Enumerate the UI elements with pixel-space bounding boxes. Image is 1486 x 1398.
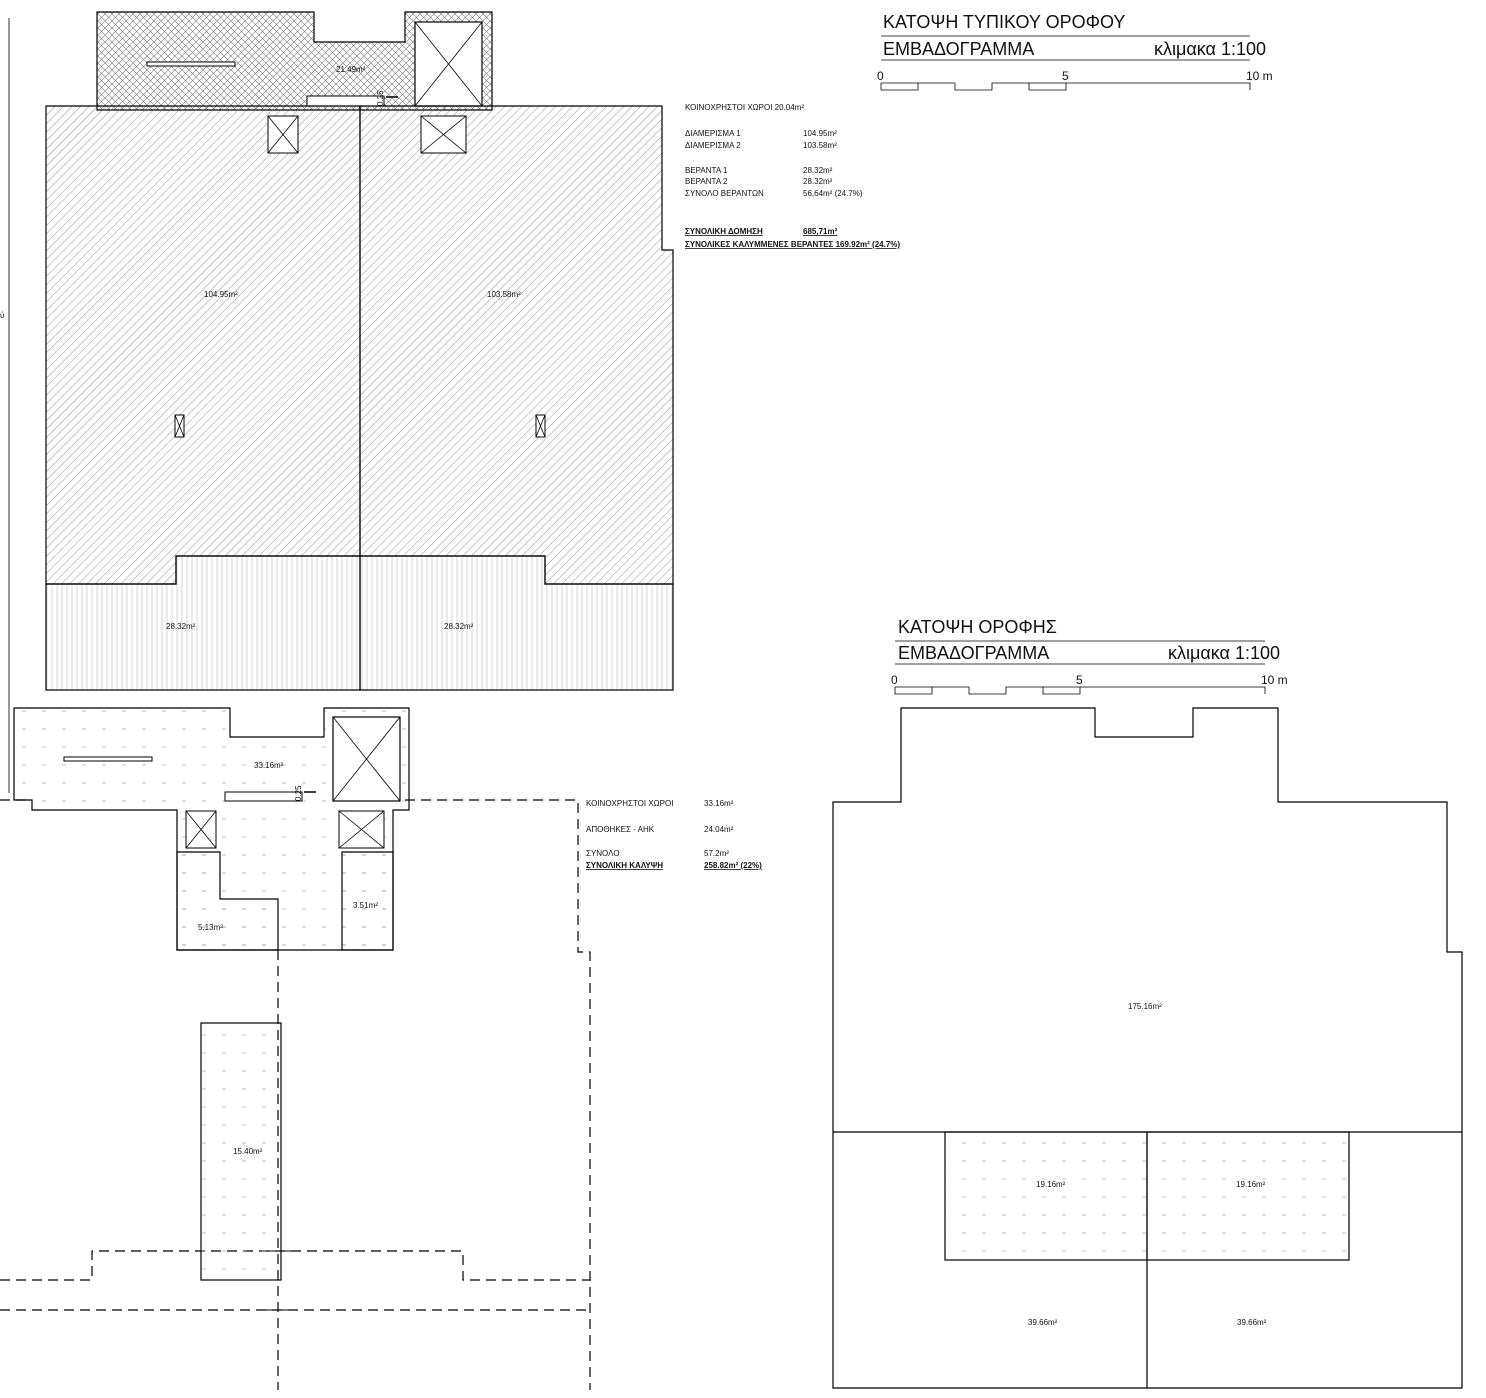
row-value: 28.32m² [803,166,833,175]
elevator-shaft [332,716,401,802]
shaft-left [267,115,299,154]
row-value: 28.32m² [803,177,833,186]
duct-right [535,414,546,438]
landing-strip [306,95,385,107]
apartment-2 [359,105,674,585]
scale-bar: 0 5 10 m [891,673,1288,695]
typical-floor-title-block: ΚΑΤΟΨΗ ΤΥΠΙΚΟΥ ΟΡΟΦΟΥ ΕΜΒΑΔΟΓΡΑΜΜΑ κλιμα… [877,12,1273,91]
shaft-left [185,810,217,849]
total-build-label: ΣΥΝΟΛΙΚΗ ΔΟΜΗΣΗ [685,227,763,236]
row-value: 104.95m² [803,129,837,138]
row-value: 57.2m² [704,849,729,858]
roof-main [832,707,1463,1389]
roof-title-block: ΚΑΤΟΨΗ ΟΡΟΦΗΣ ΕΜΒΑΔΟΓΡΑΜΜΑ κλιμακα 1:100… [891,617,1288,695]
roof-subtitle: ΕΜΒΑΔΟΓΡΑΜΜΑ [898,643,1049,663]
scale-tick-5: 5 [1062,69,1069,83]
typical-floor-title: ΚΑΤΟΨΗ ΤΥΠΙΚΟΥ ΟΡΟΦΟΥ [883,12,1125,32]
ground-common-area-label: 33.16m² [254,761,284,770]
row-value: 56,64m² (24.7%) [803,189,863,198]
roof-main-area: 175.16m² [1128,1002,1162,1011]
row-label: ΔΙΑΜΕΡΙΣΜΑ 1 [685,129,741,138]
ground-floor-area-table: ΚΟΙΝΟΧΡΗΣΤΟΙ ΧΩΡΟΙ 33.16m² ΑΠΟΘΗΚΕΣ - ΑΗ… [586,799,762,870]
ground-floor-plan: 0.25 33.16m² 5.13m² 3.51m² 15.40m² [0,707,591,1390]
typical-floor-plan: 0.25 21.49m² 104.95m² 103.58m² 28.32m² 2… [45,11,674,691]
coverage-value: 258.82m² (22%) [704,861,762,870]
veranda-2-area: 28.32m² [444,622,474,631]
scale-tick-10: 10 m [1246,69,1273,83]
row-label: ΑΠΟΘΗΚΕΣ - ΑΗΚ [586,825,655,834]
roof-scale: κλιμακα 1:100 [1168,643,1280,663]
elevator-shaft [414,21,483,107]
typical-floor-scale: κλιμακα 1:100 [1154,39,1266,59]
roof-terrace-1 [944,1131,1148,1261]
parking-area-label: 15.40m² [233,1147,263,1156]
row-label: ΚΟΙΝΟΧΡΗΣΤΟΙ ΧΩΡΟΙ [586,799,673,808]
stair-rail [63,756,153,762]
typical-floor-area-table: ΚΟΙΝΟΧΡΗΣΤΟΙ ΧΩΡΟΙ 20.04m² ΔΙΑΜΕΡΙΣΜΑ 1 … [685,103,900,249]
common-areas-line: ΚΟΙΝΟΧΡΗΣΤΟΙ ΧΩΡΟΙ 20.04m² [685,103,804,112]
roof-plan: 175.16m² 19.16m² 19.16m² 39.66m² 39.66m² [832,707,1463,1389]
row-value: 33.16m² [704,799,734,808]
apartment-1 [45,105,361,585]
storage-right [341,851,394,951]
roof-terrace-2 [1146,1131,1350,1261]
roof-terrace-1-area: 19.16m² [1036,1180,1066,1189]
storage-left [176,851,279,951]
verandas-total-line: ΣΥΝΟΛΙΚΕΣ ΚΑΛΥΜΜΕΝΕΣ ΒΕΡΑΝΤΕΣ 169.92m² (… [685,240,900,249]
storage-right-label: 3.51m² [353,901,378,910]
parking-strip [200,1022,282,1281]
apartment-2-area: 103.58m² [487,290,521,299]
shaft-right [420,115,467,154]
row-value: 103.58m² [803,141,837,150]
shaft-right [338,810,385,849]
dimension-label: 0.25 [376,90,385,106]
row-label: ΒΕΡΑΝΤΑ 1 [685,166,728,175]
common-area-label: 21.49m² [336,65,366,74]
row-label: ΒΕΡΑΝΤΑ 2 [685,177,728,186]
roof-title: ΚΑΤΟΨΗ ΟΡΟΦΗΣ [898,617,1057,637]
veranda-1-area: 28.32m² [166,622,196,631]
row-value: 24.04m² [704,825,734,834]
scale-tick-0: 0 [891,673,898,687]
scale-tick-0: 0 [877,69,884,83]
margin-fragment: ύ [0,311,4,320]
dimension-label: 0.25 [294,785,303,801]
apartment-1-area: 104.95m² [204,290,238,299]
veranda-2 [359,555,674,691]
scale-tick-10: 10 m [1261,673,1288,687]
coverage-label: ΣΥΝΟΛΙΚΗ ΚΑΛΥΨΗ [586,861,663,870]
scale-tick-5: 5 [1076,673,1083,687]
scale-bar: 0 5 10 m [877,69,1273,91]
row-label: ΣΥΝΟΛΟ ΒΕΡΑΝΤΩΝ [685,189,764,198]
typical-floor-subtitle: ΕΜΒΑΔΟΓΡΑΜΜΑ [883,39,1034,59]
row-label: ΣΥΝΟΛΟ [586,849,620,858]
storage-left-label: 5.13m² [198,923,223,932]
stair-rail [146,61,236,67]
total-build-value: 685,71m² [803,227,838,236]
row-label: ΔΙΑΜΕΡΙΣΜΑ 2 [685,141,741,150]
roof-lower-1-area: 39.66m² [1028,1318,1058,1327]
duct-left [174,414,185,438]
plot-outline-bottom [0,1250,590,1311]
roof-lower-2-area: 39.66m² [1237,1318,1267,1327]
landing-strip [224,791,303,802]
roof-terrace-2-area: 19.16m² [1236,1180,1266,1189]
